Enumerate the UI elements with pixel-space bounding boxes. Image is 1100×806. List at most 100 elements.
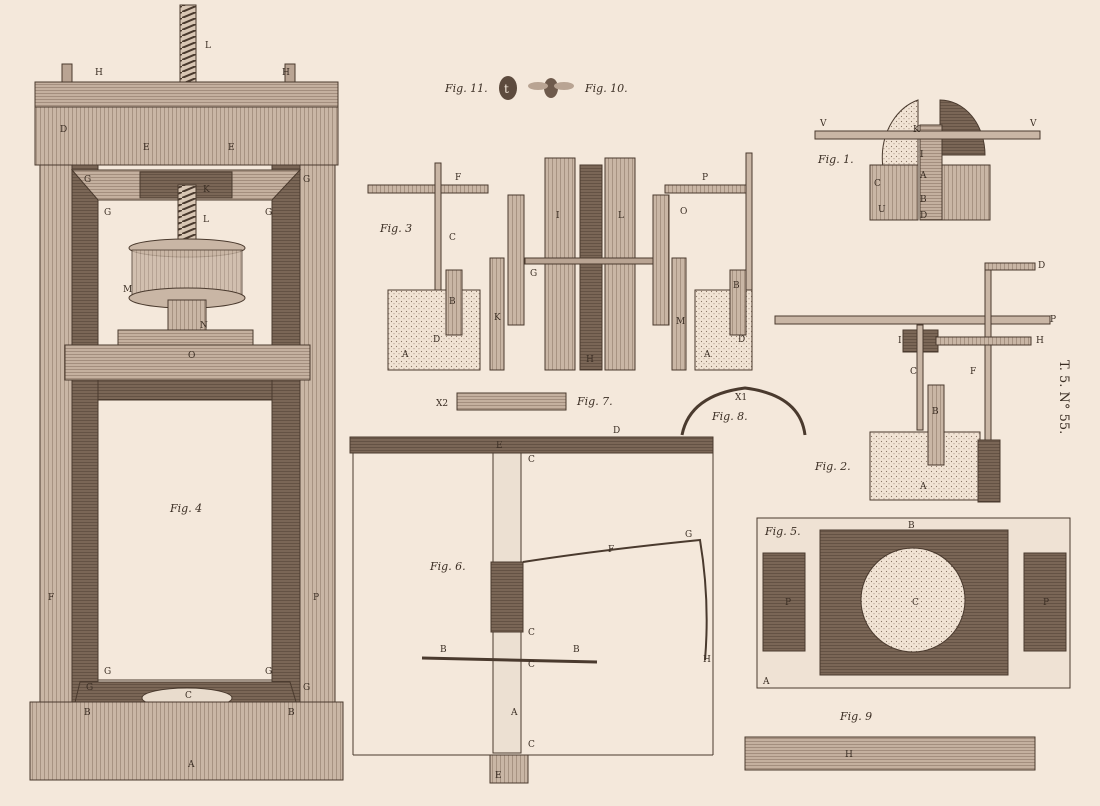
fig6-letter-label: B — [573, 645, 580, 655]
fig1-letter-label: U — [878, 205, 886, 215]
fig4-letter-label: O — [188, 351, 195, 361]
caption-fig3: Fig. 3 — [379, 222, 412, 235]
fig1-letter-label: V — [1029, 119, 1037, 129]
fig4-letter-label: M — [123, 285, 132, 295]
fig3-letter-label: O — [680, 207, 687, 217]
fig6-letter-label: C — [528, 660, 535, 670]
fig3-letter-label: B — [733, 281, 740, 291]
caption-fig9: Fig. 9 — [839, 710, 872, 723]
fig4-letter-label: K — [203, 185, 210, 195]
fig4-letter-label: E — [228, 143, 235, 153]
fig2-letter-label: P — [1050, 315, 1056, 325]
fig4-letter-label: D — [60, 125, 67, 135]
fig6-letter-label: B — [440, 645, 447, 655]
fig8-letter-label: X1 — [735, 393, 747, 403]
fig5-letter-label: B — [908, 521, 915, 531]
fig3-letter-label: B — [449, 297, 456, 307]
figure-3-mill — [367, 152, 753, 371]
caption-fig11: Fig. 11. — [444, 82, 488, 95]
fig3-letter-label: M — [676, 317, 685, 327]
caption-fig5: Fig. 5. — [764, 525, 801, 538]
fig3-letter-label: D — [738, 335, 745, 345]
caption-fig4: Fig. 4 — [169, 502, 202, 515]
fig1-letter-label: K — [913, 125, 920, 135]
fig4-letter-label: G — [265, 208, 272, 218]
fig4-letter-label: G — [104, 667, 111, 677]
fig4-letter-label: G — [265, 667, 272, 677]
caption-fig6: Fig. 6. — [429, 560, 466, 573]
fig1-letter-label: D — [920, 211, 927, 221]
fig3-letter-label: C — [449, 233, 456, 243]
caption-fig2: Fig. 2. — [814, 460, 851, 473]
figure-11-seal: t — [499, 76, 517, 100]
figure-6-frame — [349, 436, 714, 784]
fig4-letter-label: G — [104, 208, 111, 218]
fig6-letter-label: C — [528, 455, 535, 465]
fig5-letter-label: C — [912, 598, 919, 608]
fig2-letter-label: H — [1036, 336, 1044, 346]
fig1-letter-label: B — [920, 195, 927, 205]
figure-10-fly — [528, 78, 574, 98]
figure-4-press — [29, 4, 344, 781]
fig4-letter-label: H — [95, 68, 103, 78]
fig4-letter-label: B — [84, 708, 91, 718]
fig6-letter-label: G — [685, 530, 692, 540]
fig4-letter-label: N — [200, 321, 208, 331]
fig9-letter-label: H — [845, 750, 853, 760]
fig1-letter-label: V — [819, 119, 827, 129]
fig6-letter-label: D — [613, 426, 620, 436]
fig6-letter-label: C — [528, 740, 535, 750]
fig4-letter-label: G — [303, 683, 310, 693]
figure-captions: Fig. 1. Fig. 2. Fig. 3 Fig. 4 Fig. 5. Fig. 6.… — [169, 82, 872, 723]
figure-1 — [814, 99, 1041, 221]
caption-fig10: Fig. 10. — [584, 82, 628, 95]
figure-5 — [756, 517, 1071, 689]
fig5-letter-label: P — [1043, 598, 1049, 608]
fig3-letter-label: F — [455, 173, 461, 183]
fig2-letter-label: F — [970, 367, 976, 377]
fig3-letter-label: L — [618, 211, 624, 221]
fig2-letter-label: A — [919, 482, 927, 492]
caption-fig1: Fig. 1. — [817, 153, 854, 166]
fig6-letter-label: C — [528, 628, 535, 638]
fig6-letter-label: A — [510, 708, 518, 718]
fig7-letter-label: X2 — [436, 399, 448, 409]
figure-9-bar — [744, 736, 1036, 771]
fig4-letter-label: G — [303, 175, 310, 185]
fig2-letter-label: D — [1038, 261, 1045, 271]
fig3-letter-label: A — [703, 350, 711, 360]
plate-number: T. 5. N° 55. — [1056, 360, 1071, 434]
fig3-letter-label: A — [401, 350, 409, 360]
fig4-letter-label: L — [205, 41, 211, 51]
fig1-letter-label: C — [874, 179, 881, 189]
fig3-letter-label: P — [702, 173, 708, 183]
caption-fig8: Fig. 8. — [711, 410, 748, 423]
figure-8-handle — [680, 386, 807, 436]
fig2-letter-label: C — [910, 367, 917, 377]
fig4-letter-label: G — [86, 683, 93, 693]
fig3-letter-label: K — [494, 313, 501, 323]
figure-2 — [774, 262, 1051, 503]
svg-text:t: t — [504, 82, 509, 96]
fig6-letter-label: F — [608, 545, 614, 555]
fig4-letter-label: B — [288, 708, 295, 718]
fig4-letter-label: F — [48, 593, 54, 603]
fig5-letter-label: A — [762, 677, 770, 687]
fig2-letter-label: B — [932, 407, 939, 417]
fig3-letter-label: G — [530, 269, 537, 279]
fig4-letter-label: C — [185, 691, 192, 701]
fig4-letter-label: G — [84, 175, 91, 185]
fig4-letter-label: A — [187, 760, 195, 770]
fig1-letter-label: A — [919, 171, 927, 181]
fig3-letter-label: H — [586, 355, 594, 365]
fig5-letter-label: P — [785, 598, 791, 608]
fig4-letter-label: P — [313, 593, 319, 603]
fig3-letter-label: D — [433, 335, 440, 345]
fig4-letter-label: H — [282, 68, 290, 78]
fig3-letter-label: I — [556, 211, 560, 221]
fig2-letter-label: I — [898, 336, 902, 346]
figure-7-bar — [456, 392, 567, 411]
fig6-letter-label: E — [496, 441, 503, 451]
fig1-letter-label: I — [920, 150, 924, 160]
